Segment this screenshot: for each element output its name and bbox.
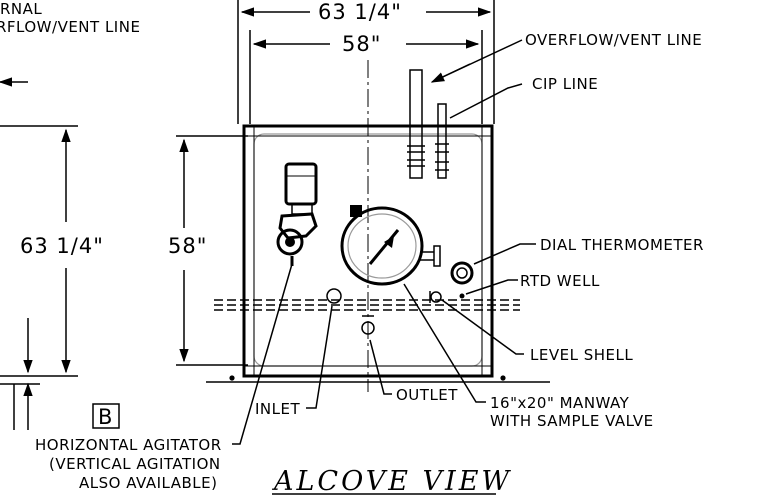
- manway-label-line2: WITH SAMPLE VALVE: [490, 412, 654, 430]
- vent-pipe-body: [409, 69, 423, 179]
- outlet-fitting: [361, 321, 375, 335]
- leader-line: [403, 283, 486, 403]
- overall-height-dimension: 63 1/4": [0, 125, 104, 430]
- fittings: [326, 261, 474, 335]
- dial-thermometer-face: [456, 267, 468, 279]
- dial-thermometer-label: DIAL THERMOMETER: [540, 236, 704, 254]
- detail-marker: B: [92, 403, 120, 429]
- outlet-label: OUTLET: [396, 386, 458, 404]
- leader-line: [306, 305, 333, 409]
- cip-label: CIP LINE: [532, 75, 598, 93]
- agitator-label-line1: HORIZONTAL AGITATOR: [35, 436, 222, 454]
- detail-marker-letter: B: [98, 405, 113, 429]
- callout-cip: CIP LINE: [449, 75, 598, 119]
- agitator-gearbox: [278, 212, 318, 240]
- floor-point-left: [229, 375, 235, 381]
- inlet-label: INLET: [255, 400, 300, 418]
- dial-thermometer-fitting: [450, 261, 474, 285]
- callout-dial-thermometer: DIAL THERMOMETER: [473, 236, 704, 265]
- agitator-motor: [284, 162, 318, 206]
- overflow-vent-label: OVERFLOW/VENT LINE: [525, 31, 702, 49]
- callout-overflow-vent: OVERFLOW/VENT LINE: [430, 31, 702, 83]
- manway-inner: [347, 213, 417, 279]
- callout-agitator: HORIZONTAL AGITATOR (VERTICAL AGITATION …: [35, 263, 293, 492]
- floor-point-right: [500, 375, 506, 381]
- manway: [340, 205, 441, 286]
- leader-line: [369, 339, 392, 395]
- inner-height-dimension: 58": [168, 135, 248, 366]
- overflow-vent-pipe: [407, 69, 425, 179]
- inner-width-text: 58": [342, 32, 381, 56]
- callout-level-shell: LEVEL SHELL: [441, 299, 633, 364]
- view-title: ALCOVE VIEW: [271, 466, 512, 497]
- leader-line: [473, 243, 536, 265]
- agitator: [276, 162, 318, 266]
- inner-width-dimension: 58": [249, 30, 483, 124]
- sample-valve-body: [433, 245, 441, 267]
- leader-line: [441, 299, 524, 355]
- overall-width-text: 63 1/4": [318, 0, 402, 24]
- callout-rtd-well: RTD WELL: [465, 272, 600, 295]
- leader-line: [465, 279, 518, 295]
- overall-width-dimension: 63 1/4": [237, 0, 495, 124]
- manway-label-line1: 16"x20" MANWAY: [490, 394, 630, 412]
- callout-inlet: INLET: [255, 305, 333, 418]
- rtd-well-label: RTD WELL: [520, 272, 600, 290]
- leader-arrow: [430, 63, 471, 83]
- cip-pipe-body: [437, 103, 447, 179]
- leader-line: [232, 263, 293, 445]
- manway-outer: [340, 206, 424, 286]
- agitator-label-line3: ALSO AVAILABLE): [79, 474, 217, 492]
- level-shell-label: LEVEL SHELL: [530, 346, 633, 364]
- view-title-text: ALCOVE VIEW: [271, 466, 512, 497]
- manway-handle: [368, 229, 400, 265]
- agitator-hub: [285, 237, 295, 247]
- agitator-label-line2: (VERTICAL AGITATION: [49, 455, 221, 473]
- callout-manway: 16"x20" MANWAY WITH SAMPLE VALVE: [403, 283, 654, 430]
- overall-height-text: 63 1/4": [20, 234, 104, 258]
- tank-body: [206, 60, 550, 392]
- partial-label-line1: RNAL: [0, 0, 42, 18]
- agitator-flange: [276, 228, 304, 256]
- cip-pipe: [435, 103, 449, 179]
- partial-label-line2: RFLOW/VENT LINE: [0, 18, 140, 36]
- detail-marker-box: [92, 403, 120, 429]
- leader-line: [449, 83, 523, 119]
- inner-height-text: 58": [168, 234, 207, 258]
- level-shell-fitting: [430, 291, 442, 303]
- rtd-well-fitting: [459, 293, 465, 299]
- manway-handle-knob: [384, 236, 394, 248]
- callout-outlet: OUTLET: [369, 339, 458, 404]
- inlet-fitting: [326, 288, 342, 304]
- manway-hinge: [350, 205, 362, 217]
